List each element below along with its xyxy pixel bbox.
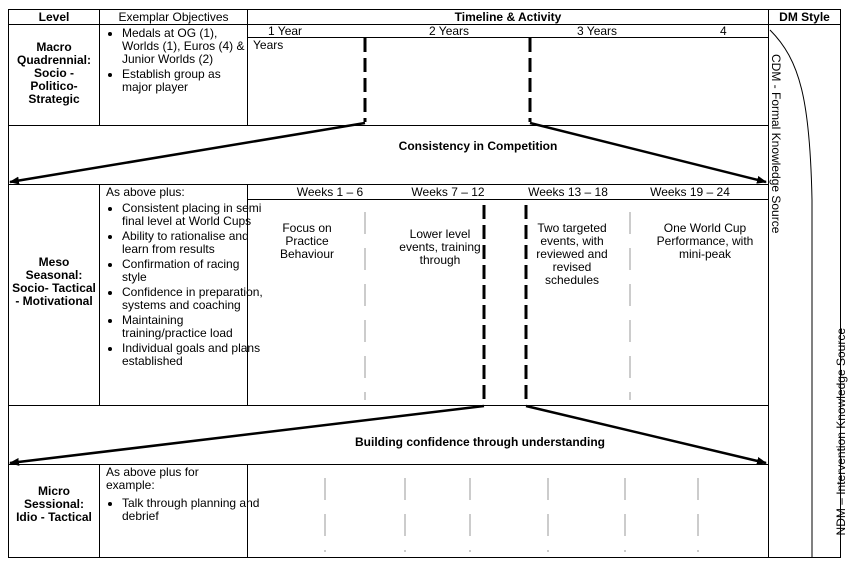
meso-objective-item: Confidence in preparation, systems and c… [122,286,267,312]
zoom-arrows-2 [9,404,767,466]
meso-objective-item: Confirmation of racing style [122,258,267,284]
meso-faint-dividers [364,212,631,400]
header-level: Level [38,10,70,24]
band-consistency: Consistency in Competition [398,139,558,153]
meso-objective-item: Individual goals and plans established [122,342,267,368]
dm-style-curve [769,29,813,558]
weeks-1-6: Weeks 1 – 6 [296,185,364,199]
activity-practice-behaviour: Focus on Practice Behaviour [279,221,335,261]
meso-objective-item: Ability to rationalise and learn from re… [122,230,267,256]
header-dm-style: DM Style [779,10,830,24]
micro-level-label: Micro Sessional: Idio - Tactical [16,484,92,524]
dm-ndm-label: NDM – Intervention Knowledge Source [834,328,848,536]
meso-objectives: Consistent placing in semi final level a… [100,202,267,370]
weeks-19-24: Weeks 19 – 24 [650,185,730,199]
activity-lower-level-events: Lower level events, training through [399,227,481,267]
meso-objective-item: Consistent placing in semi final level a… [122,202,267,228]
macro-objective-item: Medals at OG (1), Worlds (1), Euros (4) … [122,27,246,66]
meso-level-label: Meso Seasonal: Socio- Tactical - Motivat… [12,255,96,308]
timeline-year-4: 4 [720,24,727,38]
band-building-confidence: Building confidence through understandin… [355,435,605,449]
macro-objectives: Medals at OG (1), Worlds (1), Euros (4) … [100,27,246,96]
micro-intro: As above plus for example: [106,465,199,492]
timeline-year-2: 2 Years [429,24,470,38]
activity-targeted-events: Two targeted events, with reviewed and r… [536,221,608,287]
macro-year-markers [363,38,532,122]
meso-objective-item: Maintaining training/practice load [122,314,267,340]
activity-world-cup: One World Cup Performance, with mini-pea… [656,221,754,261]
dm-cdm-label: CDM - Formal Knowledge Source [769,54,783,234]
meso-intro: As above plus: [106,185,185,199]
micro-objective-item: Talk through planning and debrief [122,497,267,523]
header-timeline: Timeline & Activity [454,10,562,24]
macro-objective-item: Establish group as major player [122,68,246,94]
weeks-7-12: Weeks 7 – 12 [411,185,485,199]
micro-faint-dividers [324,478,699,552]
timeline-year-1: 1 Year [268,24,303,38]
macro-level-label: Macro Quadrennial: Socio - Politico- Str… [16,40,91,106]
weeks-13-18: Weeks 13 – 18 [528,185,608,199]
header-objectives: Exemplar Objectives [118,10,229,24]
timeline-years-wrap: Years [253,38,284,52]
zoom-arrows-1 [9,121,767,185]
meso-week-markers [482,205,528,403]
timeline-year-3: 3 Years [577,24,618,38]
micro-objectives: Talk through planning and debrief [100,497,267,525]
